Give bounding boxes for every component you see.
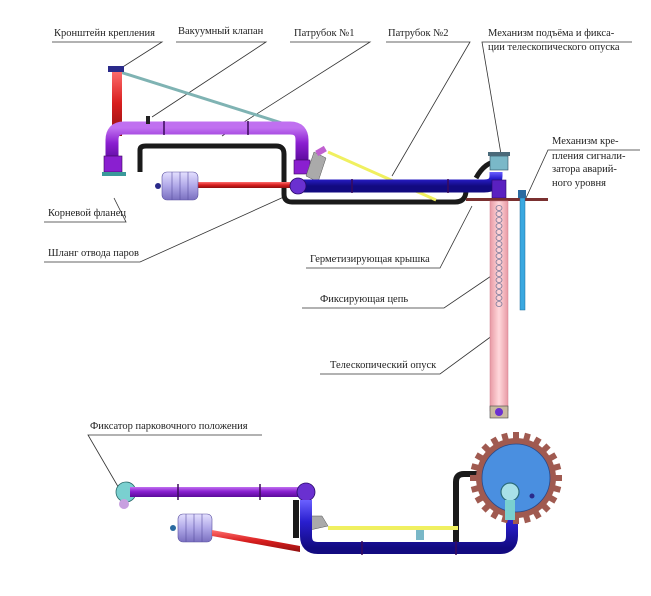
- pipe-1: [105, 121, 309, 162]
- leader-fixing-chain: [302, 269, 501, 309]
- gear-tooth: [490, 509, 500, 520]
- gear-tooth: [474, 452, 485, 462]
- gear-tooth: [554, 475, 562, 481]
- level-sensor: [519, 197, 526, 311]
- gear-tooth: [481, 502, 492, 513]
- gear-tooth: [532, 436, 542, 447]
- telescopic-drop: [489, 200, 509, 412]
- label-parking-lock: Фиксатор парковочного положения: [90, 421, 248, 432]
- vacuum-valve: [146, 116, 150, 124]
- gear-tooth: [547, 494, 558, 504]
- tank-hatch: [481, 443, 551, 513]
- vapor-hose: [137, 143, 469, 205]
- gear-tooth: [474, 494, 485, 504]
- leader-telescopic-drop: [320, 329, 501, 375]
- sealing-cover: [466, 198, 548, 201]
- fixing-chain: [495, 205, 503, 307]
- support-cable: [119, 70, 286, 126]
- gear-tooth: [551, 463, 562, 472]
- gear-tooth: [470, 484, 481, 493]
- gear-tooth: [522, 513, 531, 524]
- label-vapor-hose: Шланг отвода паров: [48, 248, 139, 259]
- root-flange: [102, 172, 126, 176]
- label-sensor-mount-1: Механизм кре-: [552, 136, 619, 147]
- gear-tooth: [513, 432, 519, 440]
- hinge-plate: [305, 151, 327, 183]
- mounting-bracket: [112, 70, 122, 136]
- gear-tooth: [522, 432, 531, 443]
- vapor-hose-plan: [293, 471, 518, 545]
- leader-pipe2: [386, 41, 471, 177]
- label-telescopic-drop: Телескопический опуск: [330, 360, 437, 371]
- leader-lines: [44, 41, 640, 491]
- pipe-1-plan: [130, 487, 302, 497]
- label-lift-mechanism-2: ции телескопического опуска: [488, 42, 620, 53]
- label-fixing-chain: Фиксирующая цепь: [320, 294, 409, 305]
- pipe-2-plan: [300, 500, 518, 554]
- gear-tooth: [470, 463, 481, 472]
- label-root-flange: Корневой фланец: [48, 208, 126, 219]
- leader-lift-mechanism: [481, 41, 632, 161]
- leader-parking-lock: [87, 434, 262, 491]
- label-vacuum-valve: Вакуумный клапан: [178, 26, 264, 37]
- leader-pipe1: [221, 41, 372, 137]
- label-pipe1: Патрубок №1: [294, 28, 355, 39]
- balancing-rod-plan: [328, 526, 458, 530]
- gear-tooth: [481, 443, 492, 454]
- leader-sealing-cover: [306, 205, 473, 269]
- gear-tooth: [513, 516, 519, 524]
- gear-tooth: [532, 509, 542, 520]
- gear-tooth: [501, 432, 510, 443]
- label-lift-mechanism-1: Механизм подъёма и фикса-: [488, 28, 615, 39]
- gear-tooth: [490, 436, 500, 447]
- gear-tooth: [547, 452, 558, 462]
- pipe-2: [298, 172, 503, 193]
- gear-tooth: [540, 443, 551, 454]
- leader-vapor-hose: [44, 195, 287, 263]
- leader-root-flange: [44, 197, 127, 223]
- gear-tooth: [470, 475, 478, 481]
- gear-tooth: [540, 502, 551, 513]
- gear-tooth: [551, 484, 562, 493]
- counterweight-rod: [196, 182, 300, 188]
- bracket-cap: [108, 66, 124, 72]
- counterweight-plan: [177, 513, 213, 543]
- balancing-rod: [327, 150, 437, 202]
- leader-sensor-mount: [525, 149, 640, 199]
- label-sealing-cover: Герметизирующая крышка: [310, 254, 430, 265]
- pipe2-elbow: [289, 177, 307, 195]
- label-sensor-mount-3: затора аварий-: [552, 164, 617, 175]
- root-flange-body: [103, 155, 123, 173]
- leader-bracket: [52, 41, 164, 71]
- lift-mechanism: [489, 155, 509, 171]
- counterweight-rod-plan: [212, 530, 300, 552]
- leader-vacuum-valve: [151, 41, 268, 118]
- label-bracket: Кронштейн крепления: [54, 28, 155, 39]
- sensor-mount: [518, 190, 526, 198]
- label-sensor-mount-2: пления сигнали-: [552, 151, 626, 162]
- label-pipe2: Патрубок №2: [388, 28, 449, 39]
- label-sensor-mount-4: ного уровня: [552, 178, 606, 189]
